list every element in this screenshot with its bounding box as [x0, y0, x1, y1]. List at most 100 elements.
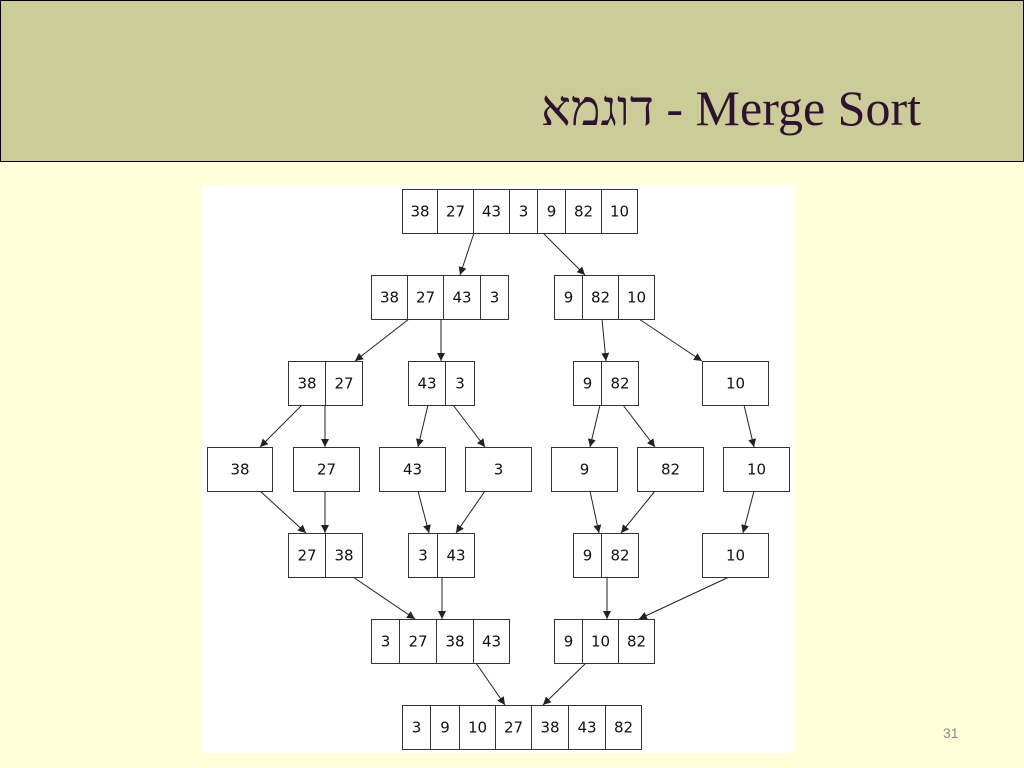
array-cell-value: 82 — [610, 547, 629, 565]
array-cell-value: 3 — [490, 289, 500, 307]
array-cell-value: 3 — [412, 719, 422, 737]
arrow-13 — [743, 404, 757, 448]
array-cell-value: 43 — [577, 719, 596, 737]
array-cell-value: 82 — [574, 203, 593, 221]
array-cell — [702, 533, 769, 578]
array-cell-value: 3 — [494, 461, 504, 479]
array-cell — [702, 361, 769, 406]
array-cell-value: 9 — [564, 289, 574, 307]
array-cell-value: 3 — [455, 375, 465, 393]
array-cell — [379, 447, 446, 492]
array-cell-value: 3 — [519, 203, 529, 221]
arrow-6 — [638, 318, 703, 362]
array-cell-value: 9 — [547, 203, 557, 221]
array-cell — [551, 447, 618, 492]
array-cell-value: 82 — [614, 719, 633, 737]
array-cell — [601, 361, 639, 406]
array-box-level-4-4: 3 — [465, 447, 532, 492]
array-cell — [582, 619, 619, 664]
array-cell — [531, 705, 569, 750]
array-cell — [480, 275, 509, 320]
array-cell-value: 82 — [610, 375, 629, 393]
array-cell — [473, 189, 510, 234]
array-cell-value: 3 — [381, 633, 391, 651]
arrow-18 — [589, 490, 602, 534]
arrow-5 — [601, 318, 610, 362]
arrow-2 — [542, 232, 586, 276]
array-cell-value: 38 — [297, 375, 316, 393]
arrow-10 — [452, 404, 486, 448]
array-box-level-4-6: 82 — [637, 447, 704, 492]
array-cell — [473, 619, 510, 664]
array-box-level-5-4: 10 — [702, 533, 769, 578]
arrow-9 — [415, 404, 429, 448]
array-cell-value: 10 — [726, 547, 745, 565]
array-cell-value: 10 — [747, 461, 766, 479]
arrow-24 — [638, 576, 730, 620]
arrow-1 — [458, 232, 475, 276]
array-cell — [537, 189, 566, 234]
array-cell — [408, 361, 446, 406]
array-cell-value: 27 — [334, 375, 353, 393]
arrow-7 — [259, 404, 303, 448]
array-cell-value: 38 — [230, 461, 249, 479]
array-cell-value: 9 — [564, 633, 574, 651]
array-cell-value: 82 — [661, 461, 680, 479]
array-cell-value: 82 — [627, 633, 646, 651]
array-cell — [601, 533, 639, 578]
arrow-11 — [587, 404, 601, 448]
arrow-17 — [455, 490, 486, 534]
arrow-26 — [542, 662, 587, 706]
array-cell — [325, 533, 363, 578]
array-box-level-4-5: 9 — [551, 447, 618, 492]
array-cell-value: 38 — [334, 547, 353, 565]
array-cell-value: 43 — [452, 289, 471, 307]
array-box-level-6-2: 9 10 82 — [554, 619, 655, 664]
array-box-level-4-2: 27 — [293, 447, 360, 492]
array-cell-value: 9 — [440, 719, 450, 737]
slide-title: דוגמא - Merge Sort — [540, 80, 921, 136]
arrow-3 — [354, 318, 410, 362]
array-cell-value: 10 — [726, 375, 745, 393]
array-cell — [371, 619, 400, 664]
arrow-16 — [417, 490, 431, 534]
array-cell-value: 9 — [580, 461, 590, 479]
array-cell-value: 10 — [627, 289, 646, 307]
array-cell — [288, 361, 326, 406]
array-cell-value: 38 — [445, 633, 464, 651]
arrow-14 — [259, 490, 307, 534]
array-cell — [637, 447, 704, 492]
array-cell — [723, 447, 790, 492]
array-box-level-2-2: 9 82 10 — [554, 275, 655, 320]
array-box-level-3-4: 10 — [702, 361, 769, 406]
array-cell-value: 27 — [408, 633, 427, 651]
array-cell-value: 27 — [446, 203, 465, 221]
array-box-level-4-3: 43 — [379, 447, 446, 492]
array-cell — [573, 361, 602, 406]
arrow-20 — [741, 490, 755, 534]
array-cell — [436, 619, 474, 664]
array-cell — [459, 705, 496, 750]
array-box-level-4-1: 38 — [207, 447, 273, 492]
array-cell-value: 27 — [317, 461, 336, 479]
arrow-21 — [352, 576, 416, 620]
array-cell-value: 9 — [583, 375, 593, 393]
array-cell-value: 10 — [591, 633, 610, 651]
title-bar: דוגמא - Merge Sort — [0, 0, 1024, 162]
array-cell-value: 27 — [416, 289, 435, 307]
array-cell — [288, 533, 326, 578]
array-cell-value: 38 — [380, 289, 399, 307]
array-cell — [601, 189, 638, 234]
array-cell — [430, 705, 460, 750]
array-cell-value: 82 — [591, 289, 610, 307]
page-number: 31 — [943, 725, 959, 741]
array-cell — [437, 533, 475, 578]
array-cell — [293, 447, 360, 492]
array-box-level-3-1: 38 27 — [288, 361, 363, 406]
array-cell-value: 27 — [504, 719, 523, 737]
